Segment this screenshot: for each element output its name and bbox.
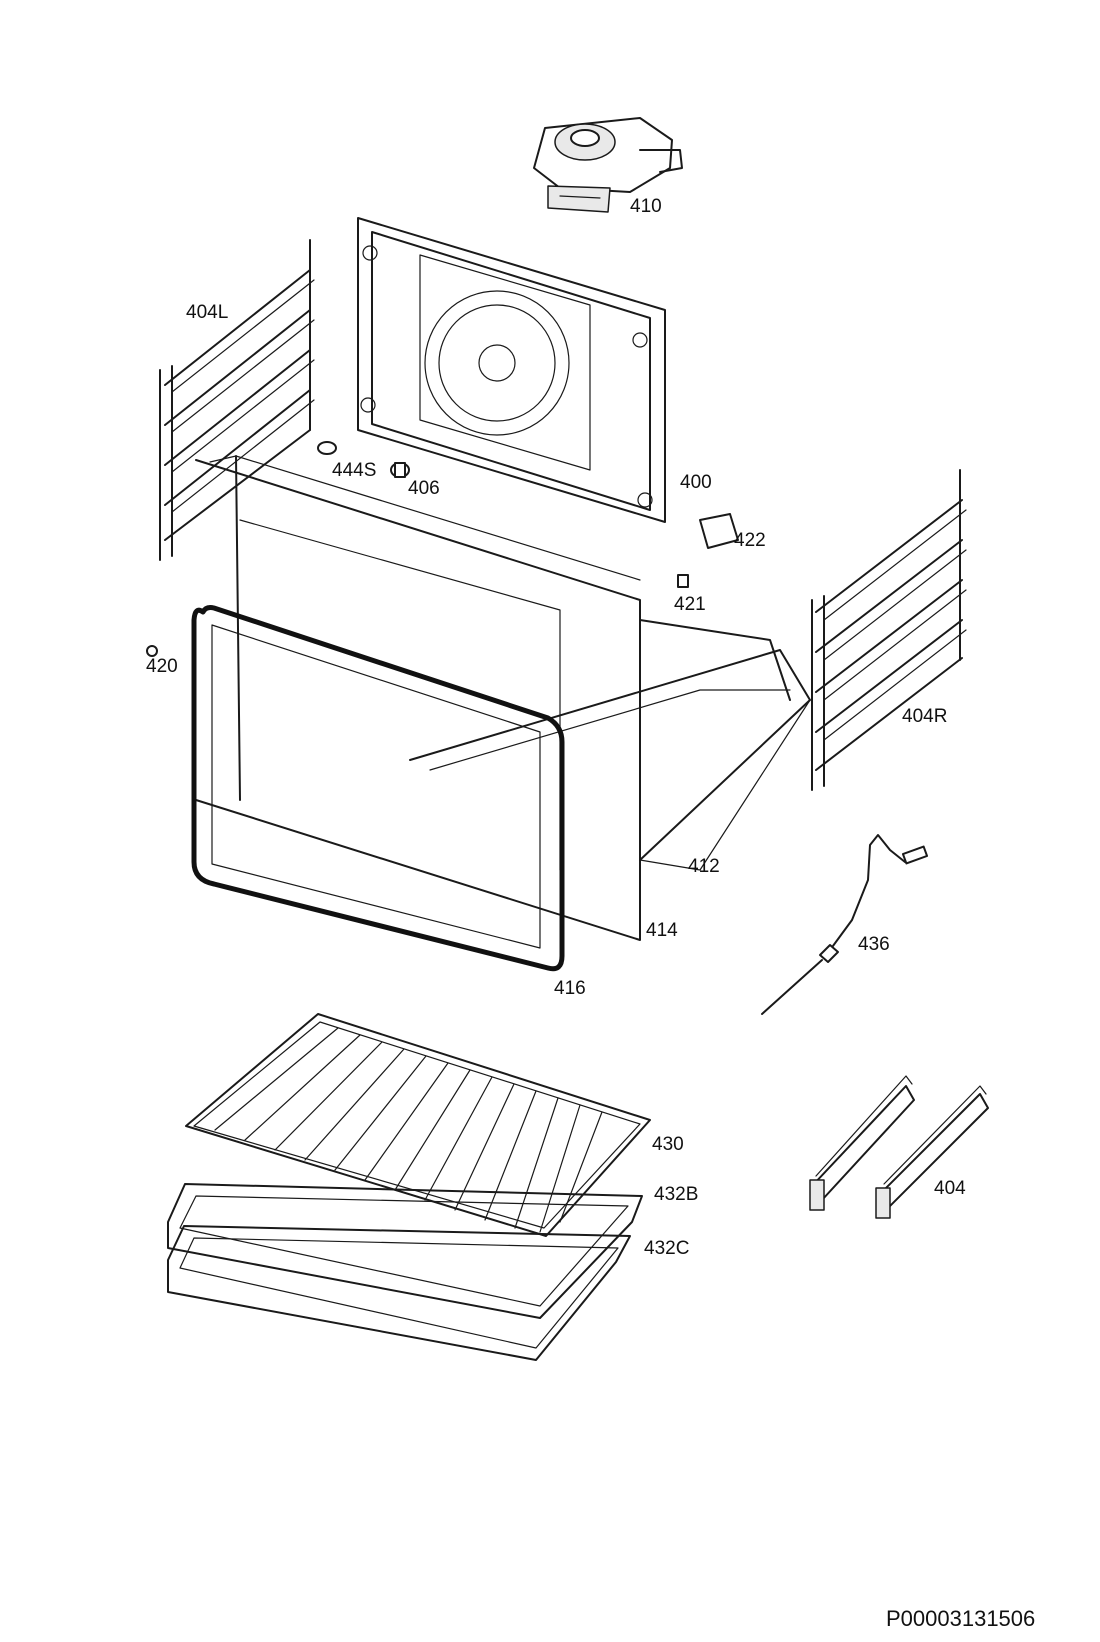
small-parts	[146, 441, 739, 657]
part-label-421: 421	[674, 594, 706, 615]
part-label-420: 420	[146, 656, 178, 677]
part-label-404L: 404L	[186, 302, 228, 323]
deep-pan-432C	[167, 1225, 631, 1361]
part-label-410: 410	[630, 196, 662, 217]
part-label-444S: 444S	[332, 460, 376, 481]
part-label-432C: 432C	[644, 1238, 689, 1259]
part-label-436: 436	[858, 934, 890, 955]
part-label-404: 404	[934, 1178, 966, 1199]
back-panel-400	[357, 217, 666, 523]
part-label-430: 430	[652, 1134, 684, 1155]
part-label-422: 422	[734, 530, 766, 551]
part-label-412: 412	[688, 856, 720, 877]
baking-tray-432B	[167, 1183, 643, 1319]
wire-grill-430	[185, 1013, 651, 1237]
reference-number: P00003131506	[886, 1606, 1035, 1631]
door-gasket-416	[191, 605, 565, 972]
part-label-416: 416	[554, 978, 586, 999]
telescopic-runners-404	[809, 1075, 989, 1219]
part-label-432B: 432B	[654, 1184, 698, 1205]
part-label-404R: 404R	[902, 706, 947, 727]
part-label-400: 400	[680, 472, 712, 493]
right-shelf-support-404R	[811, 469, 967, 791]
part-label-406: 406	[408, 478, 440, 499]
meat-probe-436	[761, 834, 929, 1015]
part-label-414: 414	[646, 920, 678, 941]
left-shelf-support-404L	[159, 239, 315, 561]
fan-motor-410	[533, 117, 683, 213]
